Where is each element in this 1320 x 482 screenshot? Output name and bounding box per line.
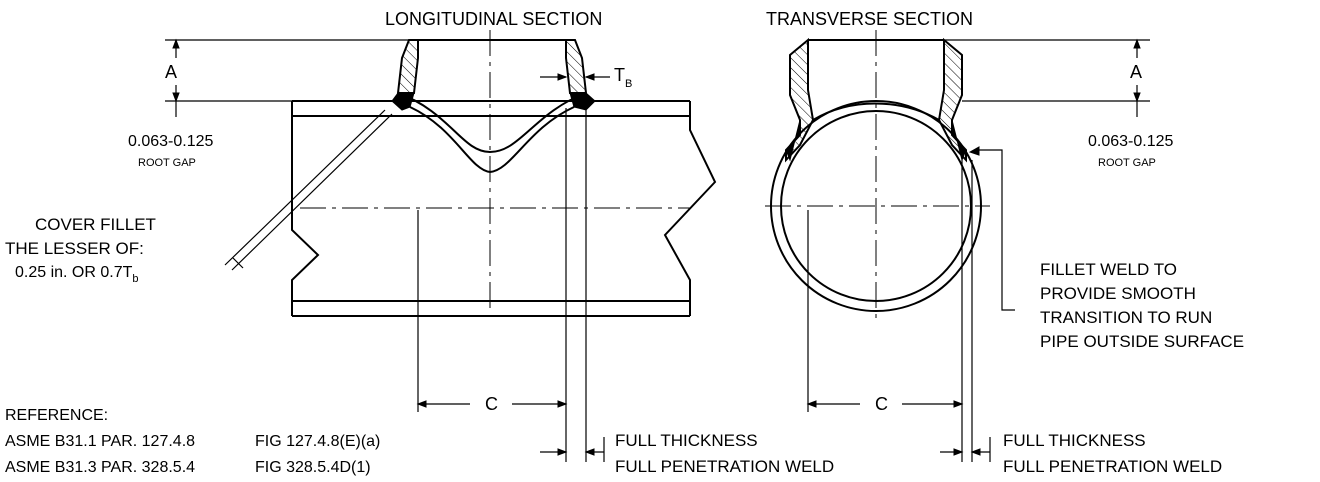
title-longitudinal: LONGITUDINAL SECTION bbox=[385, 9, 602, 29]
tb-arrow-left bbox=[557, 73, 568, 81]
cover-fillet-line3: 0.25 in. OR 0.7Tb bbox=[15, 264, 139, 285]
dim-a2-arrow-top bbox=[1133, 38, 1141, 49]
dim-a-arrow-bottom bbox=[172, 92, 180, 103]
transverse-weld-right bbox=[951, 119, 967, 162]
branch-wall-left bbox=[396, 39, 419, 94]
tb-label: TB bbox=[614, 65, 632, 90]
full-thickness-arrow-left bbox=[557, 448, 568, 456]
full-thickness2-arrow-right bbox=[970, 448, 981, 456]
transverse-branch-wall-right bbox=[937, 37, 967, 163]
reference-code-1: ASME B31.1 PAR. 127.4.8 bbox=[5, 433, 195, 450]
fillet-weld-line2: PROVIDE SMOOTH bbox=[1040, 284, 1196, 303]
dim-c2-label: C bbox=[875, 394, 888, 414]
root-gap-label-left: ROOT GAP bbox=[138, 157, 196, 169]
full-thickness2-arrow-left bbox=[953, 448, 964, 456]
transverse-branch-base-arc bbox=[812, 102, 940, 121]
dim-a-arrow-top bbox=[172, 38, 180, 49]
transverse-weld-left bbox=[785, 119, 801, 162]
branch-wall-right bbox=[565, 39, 588, 94]
saddle-outer-curve bbox=[397, 92, 587, 154]
dim-a2-arrow-bottom bbox=[1133, 92, 1141, 103]
title-transverse: TRANSVERSE SECTION bbox=[766, 9, 973, 29]
dim-a2-label: A bbox=[1130, 62, 1142, 82]
fillet-weld-line3: TRANSITION TO RUN bbox=[1040, 308, 1212, 327]
transverse-section bbox=[765, 30, 1150, 462]
leader-tick bbox=[232, 257, 244, 269]
cover-fillet-line2: THE LESSER OF: bbox=[5, 239, 144, 258]
cover-fillet-line1: COVER FILLET bbox=[35, 215, 156, 234]
fillet-weld-line1: FILLET WELD TO bbox=[1040, 260, 1177, 279]
fillet-weld-leader bbox=[978, 149, 1015, 311]
full-thickness-line2-left: FULL PENETRATION WELD bbox=[615, 457, 834, 476]
reference-fig-1: FIG 127.4.8(E)(a) bbox=[255, 433, 380, 450]
reference-code-2: ASME B31.3 PAR. 328.5.4 bbox=[5, 459, 195, 476]
fillet-weld-line4: PIPE OUTSIDE SURFACE bbox=[1040, 332, 1244, 351]
reference-header: REFERENCE: bbox=[5, 407, 108, 424]
tb-arrow-right bbox=[584, 73, 595, 81]
dim-c2-arrow-right bbox=[953, 400, 964, 408]
full-thickness-line1-left: FULL THICKNESS bbox=[615, 431, 758, 450]
dim-c-arrow-right bbox=[557, 400, 568, 408]
dim-c2-arrow-left bbox=[806, 400, 817, 408]
longitudinal-section bbox=[165, 30, 717, 462]
dim-a-label: A bbox=[165, 62, 177, 82]
cover-fillet-leader-b bbox=[231, 113, 393, 271]
transverse-branch-wall-left bbox=[785, 37, 815, 163]
dim-c-label: C bbox=[485, 394, 498, 414]
full-thickness-line2-right: FULL PENETRATION WELD bbox=[1003, 457, 1222, 476]
root-gap-label-right: ROOT GAP bbox=[1098, 157, 1156, 169]
fillet-weld-arrow bbox=[968, 146, 980, 156]
weld-right bbox=[569, 92, 596, 111]
cover-fillet-leader-a bbox=[224, 109, 386, 266]
full-thickness-arrow-right bbox=[584, 448, 595, 456]
root-gap-value-right: 0.063-0.125 bbox=[1088, 133, 1174, 150]
reference-fig-2: FIG 328.5.4D(1) bbox=[255, 459, 371, 476]
weld-left bbox=[391, 92, 415, 111]
run-pipe-left-break bbox=[291, 101, 320, 316]
full-thickness-line1-right: FULL THICKNESS bbox=[1003, 431, 1146, 450]
dim-c-arrow-left bbox=[416, 400, 427, 408]
root-gap-value-left: 0.063-0.125 bbox=[128, 133, 214, 150]
